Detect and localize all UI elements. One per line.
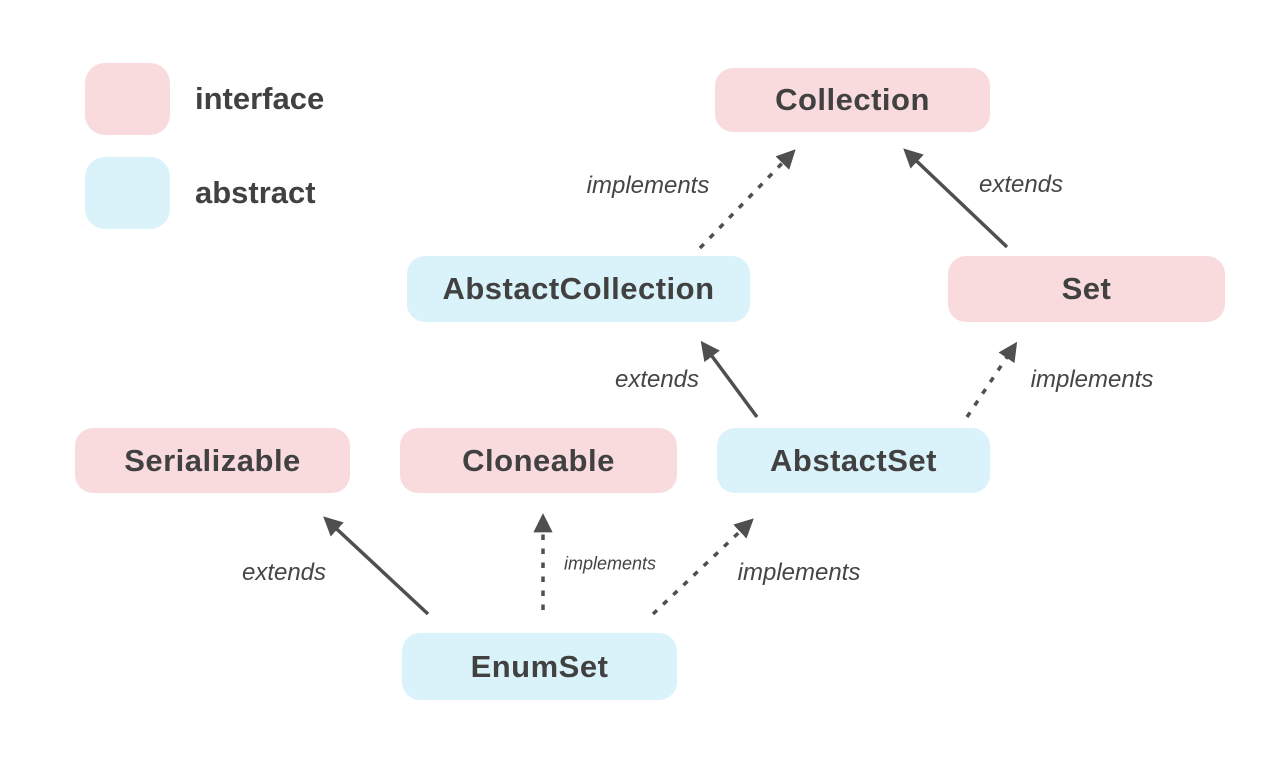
edge-set-extends-collection xyxy=(903,148,1009,249)
edge-label-implements-enumset-abstactset: implements xyxy=(737,559,861,586)
legend-abstract-swatch xyxy=(85,157,170,229)
edge-label-implements-enumset-cloneable: implements xyxy=(563,553,657,574)
node-abstact-collection: AbstactCollection xyxy=(407,256,750,322)
edge-label-extends-abstactset-abstactcollection: extends xyxy=(614,366,700,393)
edge-label-implements-abstactcollection-collection: implements xyxy=(586,172,710,199)
legend-abstract-label: abstract xyxy=(195,175,316,210)
node-serializable: Serializable xyxy=(75,428,350,493)
edge-enumset-extends-serializable xyxy=(323,516,430,616)
edge-label-extends-enumset-serializable: extends xyxy=(241,559,327,586)
edge-label-implements-abstactset-set: implements xyxy=(1030,366,1154,393)
node-enum-set: EnumSet xyxy=(402,633,677,700)
edge-abstactcollection-implements-collection xyxy=(698,149,796,250)
edge-abstactset-implements-set xyxy=(965,341,1018,418)
legend-interface-swatch xyxy=(85,63,170,135)
edge-enumset-implements-abstactset xyxy=(651,518,754,616)
node-cloneable: Cloneable xyxy=(400,428,677,493)
node-collection: Collection xyxy=(715,68,990,132)
node-set: Set xyxy=(948,256,1225,322)
legend-interface-label: interface xyxy=(195,81,325,116)
edge-abstactset-extends-abstactcollection xyxy=(700,340,759,419)
edge-label-extends-set-collection: extends xyxy=(978,171,1064,198)
node-abstact-set: AbstactSet xyxy=(717,428,990,493)
